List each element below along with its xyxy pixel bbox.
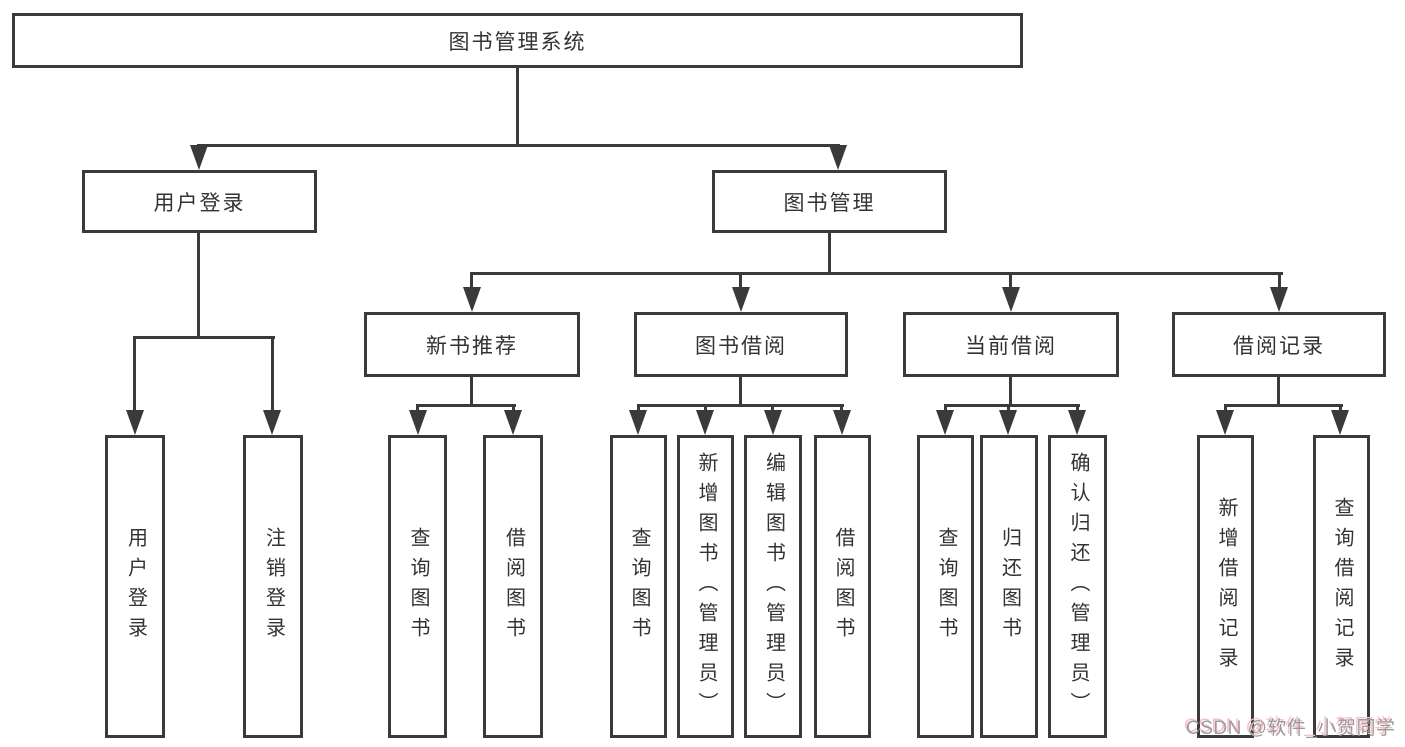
node-new-book-recommend: 新书推荐 xyxy=(364,312,580,377)
arrow-down-icon xyxy=(696,410,714,435)
arrow-down-icon xyxy=(504,410,522,435)
leaf-user-login: 用户登录 xyxy=(105,435,165,738)
arrow-down-icon xyxy=(936,410,954,435)
node-book-management: 图书管理 xyxy=(712,170,947,233)
arrow-shaft xyxy=(1076,404,1079,414)
connector-new-book-bar xyxy=(416,404,516,407)
arrow-shaft xyxy=(704,404,707,414)
arrow-down-icon xyxy=(1216,410,1234,435)
leaf-bb-edit-books-admin: 编辑图书（管理员） xyxy=(744,435,802,738)
connector-book-mgmt-bar xyxy=(470,272,1283,275)
arrow-shaft xyxy=(739,272,742,290)
connector-current-borrow-bar xyxy=(944,404,1080,407)
arrow-shaft xyxy=(470,272,473,290)
arrow-shaft xyxy=(944,404,947,414)
arrow-down-icon xyxy=(999,410,1017,435)
arrow-shaft xyxy=(1224,404,1227,414)
leaf-cb-return-books: 归还图书 xyxy=(980,435,1038,738)
arrow-down-icon xyxy=(1331,410,1349,435)
connector-records-stem xyxy=(1277,377,1280,406)
arrow-down-icon xyxy=(190,145,208,170)
leaf-br-add-record: 新增借阅记录 xyxy=(1197,435,1254,738)
leaf-logout: 注销登录 xyxy=(243,435,303,738)
node-borrowing-records: 借阅记录 xyxy=(1172,312,1386,377)
arrow-down-icon xyxy=(833,410,851,435)
arrow-down-icon xyxy=(1002,287,1020,312)
leaf-nb-query-books: 查询图书 xyxy=(388,435,447,738)
connector-new-book-stem xyxy=(470,377,473,406)
node-system-root: 图书管理系统 xyxy=(12,13,1023,68)
connector-book-mgmt-stem xyxy=(828,233,831,274)
arrow-shaft xyxy=(637,404,640,414)
connector-records-bar xyxy=(1224,404,1343,407)
arrow-shaft xyxy=(1278,272,1281,290)
connector-root-stem xyxy=(516,66,519,146)
watermark: CSDN @软件_小贺同学 xyxy=(1186,718,1396,739)
leaf-nb-borrow-books: 借阅图书 xyxy=(483,435,543,738)
arrow-down-icon xyxy=(463,287,481,312)
leaf-cb-confirm-return-admin: 确认归还（管理员） xyxy=(1048,435,1107,738)
arrow-shaft xyxy=(840,404,843,414)
arrow-down-icon xyxy=(1270,287,1288,312)
connector-book-borrow-stem xyxy=(739,377,742,406)
node-current-borrowing: 当前借阅 xyxy=(903,312,1119,377)
leaf-cb-query-books: 查询图书 xyxy=(917,435,974,738)
leaf-bb-borrow-books: 借阅图书 xyxy=(814,435,871,738)
arrow-down-icon xyxy=(732,287,750,312)
arrow-shaft xyxy=(133,336,136,414)
arrow-shaft xyxy=(416,404,419,414)
leaf-br-query-record: 查询借阅记录 xyxy=(1313,435,1370,738)
connector-current-borrow-stem xyxy=(1009,377,1012,406)
leaf-bb-add-books-admin: 新增图书（管理员） xyxy=(677,435,734,738)
connector-book-borrow-bar xyxy=(637,404,844,407)
arrow-down-icon xyxy=(829,145,847,170)
arrow-shaft xyxy=(512,404,515,414)
arrow-shaft xyxy=(1009,272,1012,290)
arrow-shaft xyxy=(771,404,774,414)
connector-user-login-stem xyxy=(197,233,200,338)
arrow-shaft xyxy=(1339,404,1342,414)
arrow-shaft xyxy=(1007,404,1010,414)
arrow-down-icon xyxy=(409,410,427,435)
arrow-down-icon xyxy=(1068,410,1086,435)
arrow-down-icon xyxy=(629,410,647,435)
node-book-borrowing: 图书借阅 xyxy=(634,312,848,377)
arrow-down-icon xyxy=(263,410,281,435)
connector-user-login-bar xyxy=(134,336,275,339)
leaf-bb-query-books: 查询图书 xyxy=(610,435,667,738)
arrow-down-icon xyxy=(126,410,144,435)
arrow-down-icon xyxy=(764,410,782,435)
connector-root-bar xyxy=(197,144,840,147)
arrow-shaft xyxy=(271,336,274,414)
node-user-login: 用户登录 xyxy=(82,170,317,233)
